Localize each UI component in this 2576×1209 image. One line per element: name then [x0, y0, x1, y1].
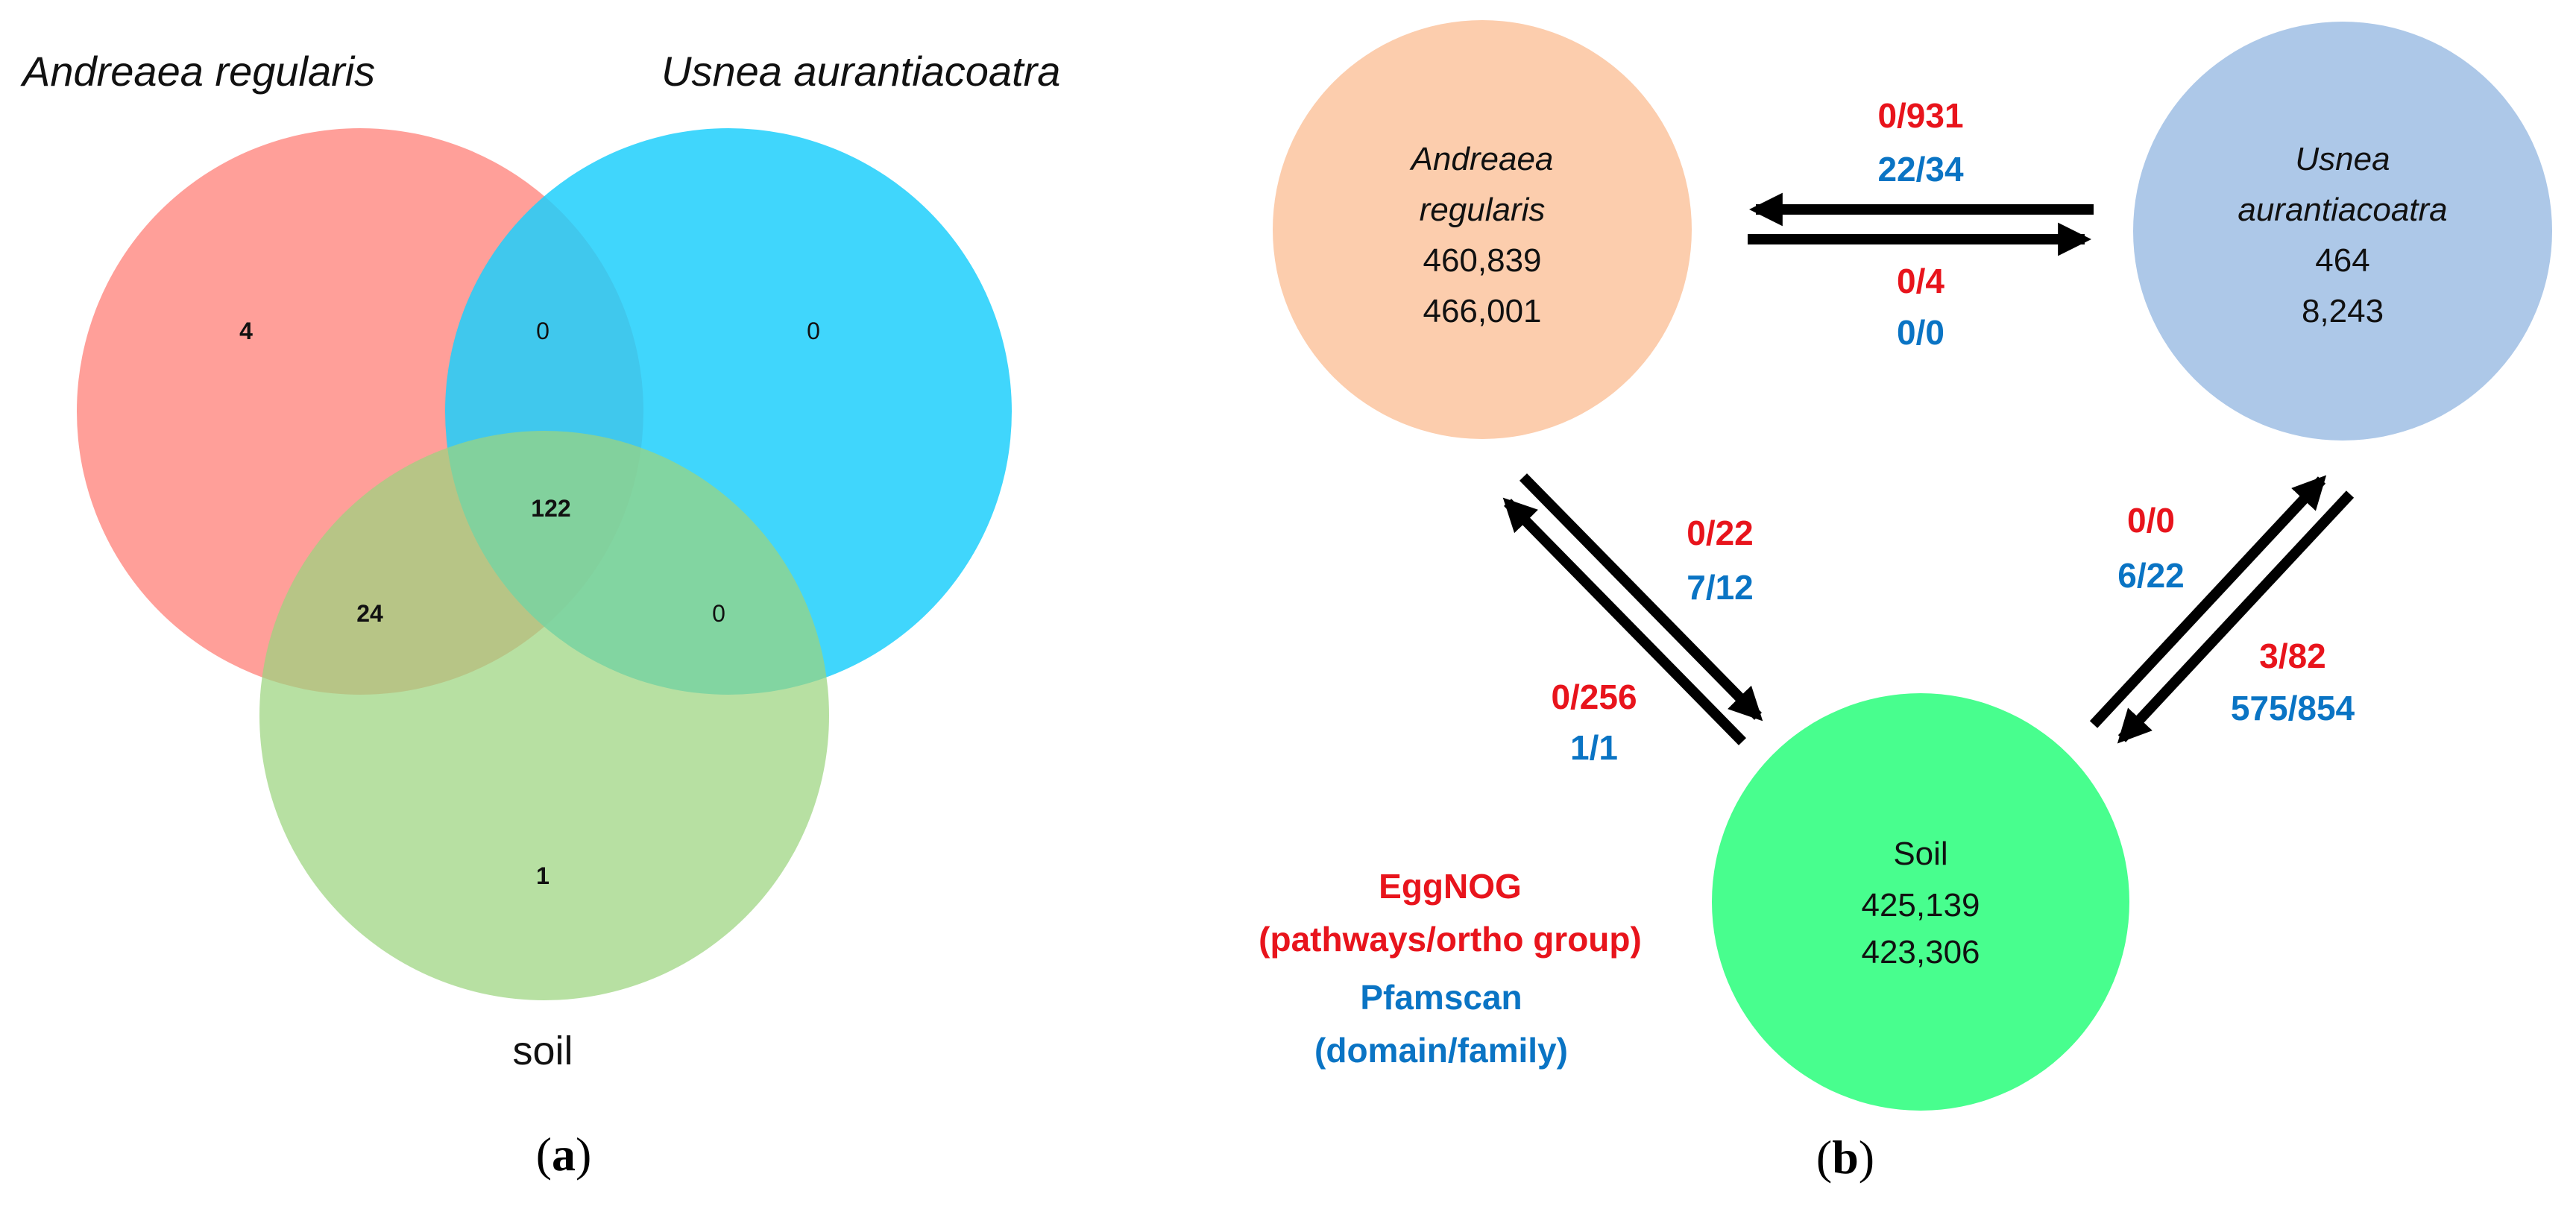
venn-title-andreaea: Andreaea regularis — [20, 48, 375, 95]
svg-text:6/22: 6/22 — [2117, 556, 2185, 595]
svg-text:0/256: 0/256 — [1551, 678, 1637, 716]
edge-label-soil-to-usnea: 0/0 6/22 — [2117, 501, 2185, 595]
edge-label-usnea-to-andreaea: 0/931 22/34 — [1877, 96, 1964, 189]
panel-a-label: (a) — [536, 1128, 592, 1181]
svg-text:7/12: 7/12 — [1687, 568, 1754, 607]
node-usnea: Usnea aurantiacoatra 464 8,243 — [2133, 22, 2552, 441]
node-soil-value-1: 425,139 — [1861, 887, 1980, 924]
node-andreaea-value-2: 466,001 — [1423, 293, 1541, 329]
svg-text:575/854: 575/854 — [2231, 689, 2355, 727]
edge-label-usnea-to-soil: 3/82 575/854 — [2231, 637, 2355, 727]
svg-text:0/22: 0/22 — [1687, 514, 1754, 552]
legend: EggNOG (pathways/ortho group) Pfamscan (… — [1259, 867, 1642, 1070]
venn-title-usnea: Usnea aurantiacoatra — [661, 48, 1060, 95]
edge-label-soil-to-andreaea: 0/256 1/1 — [1551, 678, 1637, 767]
venn-set-soil — [259, 431, 829, 1000]
svg-text:3/82: 3/82 — [2259, 637, 2326, 675]
arrows — [1502, 192, 2355, 745]
edge-label-andreaea-to-soil: 0/22 7/12 — [1687, 514, 1754, 607]
node-usnea-value-1: 464 — [2315, 242, 2369, 279]
svg-text:0/931: 0/931 — [1877, 96, 1963, 135]
venn-count-usnea-soil: 0 — [712, 600, 725, 627]
node-usnea-value-2: 8,243 — [2302, 293, 2384, 329]
venn-count-andreaea-only: 4 — [239, 318, 253, 344]
arrow-soil-to-usnea — [2089, 475, 2327, 728]
venn-label-soil: soil — [512, 1029, 573, 1073]
node-andreaea-name-2: regularis — [1420, 192, 1546, 228]
node-soil-name: Soil — [1893, 836, 1947, 872]
svg-text:0/4: 0/4 — [1897, 262, 1944, 300]
venn-diagram: Andreaea regularis Usnea aurantiacoatra … — [20, 48, 1060, 1181]
node-andreaea-value-1: 460,839 — [1423, 242, 1541, 279]
arrow-soil-to-andreaea — [1502, 497, 1746, 745]
legend-pfamscan-title: Pfamscan — [1360, 978, 1522, 1017]
venn-count-usnea-only: 0 — [807, 318, 820, 344]
panel-b-label: (b) — [1816, 1131, 1874, 1184]
node-usnea-name-1: Usnea — [2295, 141, 2390, 177]
svg-text:1/1: 1/1 — [1570, 728, 1618, 767]
venn-count-all-three: 122 — [531, 495, 570, 522]
arrow-andreaea-to-soil — [1520, 473, 1763, 722]
svg-text:0/0: 0/0 — [2127, 501, 2175, 540]
venn-count-andreaea-usnea: 0 — [536, 318, 549, 344]
node-soil-value-2: 423,306 — [1861, 934, 1980, 970]
legend-eggnog-desc: (pathways/ortho group) — [1259, 920, 1642, 959]
node-soil: Soil 425,139 423,306 — [1712, 693, 2129, 1111]
venn-count-soil-only: 1 — [536, 862, 549, 889]
node-andreaea-name-1: Andreaea — [1409, 141, 1554, 177]
node-usnea-name-2: aurantiacoatra — [2238, 192, 2447, 228]
node-andreaea: Andreaea regularis 460,839 466,001 — [1273, 20, 1692, 439]
svg-text:0/0: 0/0 — [1897, 313, 1944, 352]
legend-eggnog-title: EggNOG — [1379, 867, 1522, 906]
arrow-usnea-to-soil — [2117, 490, 2355, 744]
venn-count-andreaea-soil: 24 — [356, 600, 383, 627]
edge-label-andreaea-to-usnea: 0/4 0/0 — [1897, 262, 1944, 352]
legend-pfamscan-desc: (domain/family) — [1314, 1031, 1568, 1070]
transfer-network: Andreaea regularis 460,839 466,001 Usnea… — [1259, 20, 2552, 1184]
svg-text:22/34: 22/34 — [1877, 150, 1964, 189]
